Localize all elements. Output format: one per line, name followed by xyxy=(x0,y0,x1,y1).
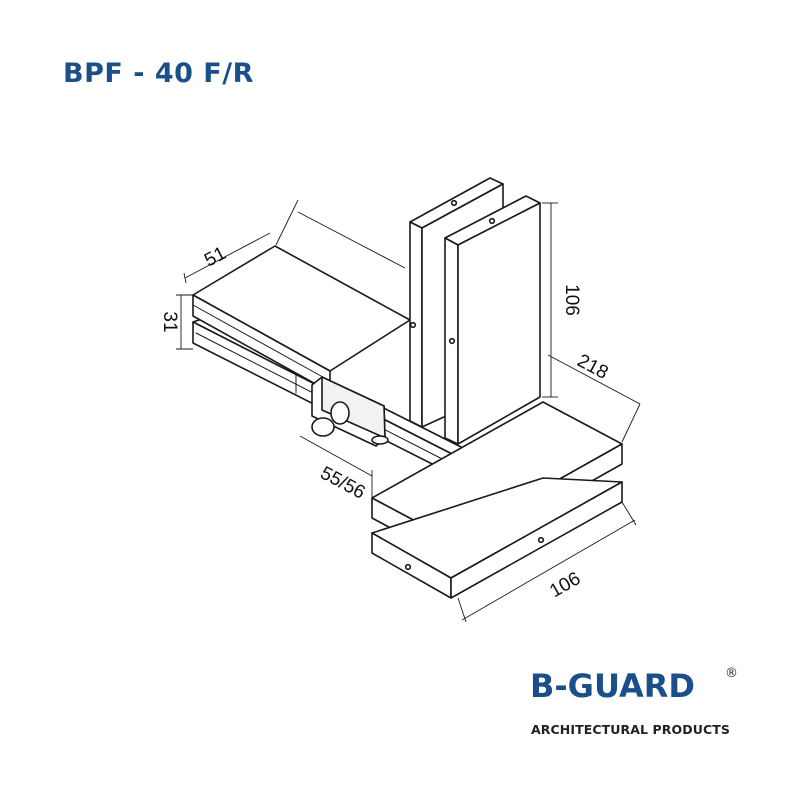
dimension-lines xyxy=(176,199,641,623)
right-base-plate-bottom xyxy=(371,477,623,599)
dimension-label-height: 31 xyxy=(159,311,180,332)
registered-mark: ® xyxy=(725,666,738,681)
brand-tagline: ARCHITECTURAL PRODUCTS xyxy=(531,722,730,737)
dimension-label-bottom-width: 106 xyxy=(546,568,584,602)
dimension-label-depth: 55/56 xyxy=(317,463,369,504)
upper-left-plate xyxy=(192,245,411,393)
product-title: BPF - 40 F/R xyxy=(63,58,254,89)
dimension-label-vertical: 106 xyxy=(561,284,582,316)
clamp-knob xyxy=(311,376,389,447)
vertical-plate-front xyxy=(409,195,541,445)
brand-logo: B-GUARD ® ARCHITECTURAL PRODUCTS xyxy=(530,666,750,737)
brand-name: B-GUARD xyxy=(530,667,695,705)
dimension-label-length: 218 xyxy=(574,350,612,383)
